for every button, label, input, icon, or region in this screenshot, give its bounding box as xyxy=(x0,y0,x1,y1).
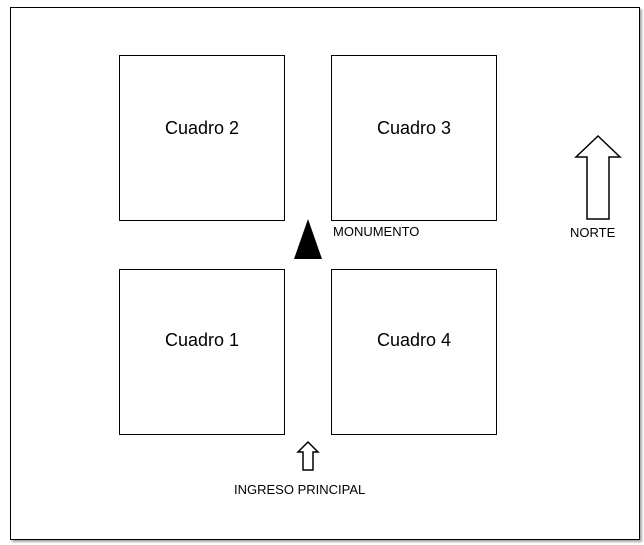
block-label-cuadro-2: Cuadro 2 xyxy=(164,117,240,138)
entrance-arrow-icon xyxy=(296,440,320,471)
monument-triangle-icon xyxy=(294,219,322,259)
block-cuadro-4: Cuadro 4 xyxy=(331,269,497,435)
block-cuadro-3: Cuadro 3 xyxy=(331,55,497,221)
north-label: NORTE xyxy=(570,225,616,240)
site-boundary xyxy=(10,7,640,540)
block-label-cuadro-3: Cuadro 3 xyxy=(376,117,452,138)
main-entrance-label: INGRESO PRINCIPAL xyxy=(234,482,366,497)
block-label-cuadro-1: Cuadro 1 xyxy=(164,329,240,350)
monument-label: MONUMENTO xyxy=(333,224,420,239)
block-cuadro-2: Cuadro 2 xyxy=(119,55,285,221)
block-label-cuadro-4: Cuadro 4 xyxy=(376,329,452,350)
block-cuadro-1: Cuadro 1 xyxy=(119,269,285,435)
north-arrow-icon xyxy=(574,134,622,220)
